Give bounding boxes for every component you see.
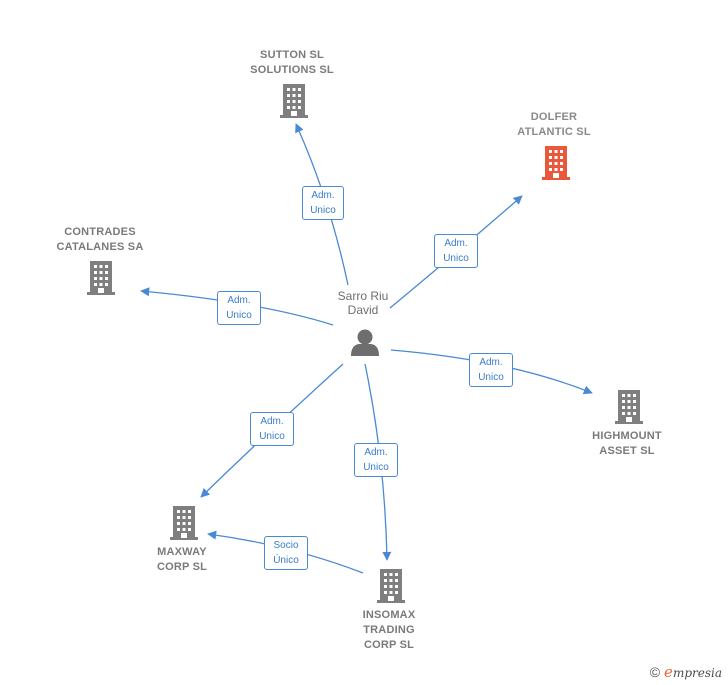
edge-label-insomax: Adm. Unico	[354, 443, 398, 477]
brand-logo-initial: e	[664, 663, 673, 681]
edge-label-insomax-maxway: Socio Único	[264, 536, 308, 570]
edge-label-dolfer: Adm. Unico	[434, 234, 478, 268]
building-icon-dolfer[interactable]	[542, 146, 570, 180]
brand-logo-text: mpresia	[672, 666, 722, 680]
person-icon[interactable]	[351, 329, 379, 357]
building-icon-highmount[interactable]	[615, 390, 643, 424]
company-label-contrades[interactable]: CONTRADES CATALANES SA	[56, 226, 144, 253]
edge-label-sutton: Adm. Unico	[302, 186, 344, 220]
copyright-icon: ©	[649, 664, 661, 680]
building-icon-insomax[interactable]	[377, 569, 405, 603]
edge-label-maxway: Adm. Unico	[250, 412, 294, 446]
company-label-dolfer[interactable]: DOLFER ATLANTIC SL	[517, 111, 591, 138]
edge-label-highmount: Adm. Unico	[469, 353, 513, 387]
company-label-insomax[interactable]: INSOMAX TRADING CORP SL	[362, 609, 416, 651]
person-name[interactable]: Sarro Riu David	[337, 289, 389, 317]
building-icon-sutton[interactable]	[280, 84, 308, 118]
building-icon-contrades[interactable]	[87, 261, 115, 295]
company-label-maxway[interactable]: MAXWAY CORP SL	[156, 546, 208, 573]
edge-label-contrades: Adm. Unico	[217, 291, 261, 325]
building-icon-maxway[interactable]	[170, 506, 198, 540]
footer-brand: ©empresia	[650, 663, 722, 681]
company-label-highmount[interactable]: HIGHMOUNT ASSET SL	[592, 430, 662, 457]
company-label-sutton[interactable]: SUTTON SL SOLUTIONS SL	[250, 49, 334, 76]
